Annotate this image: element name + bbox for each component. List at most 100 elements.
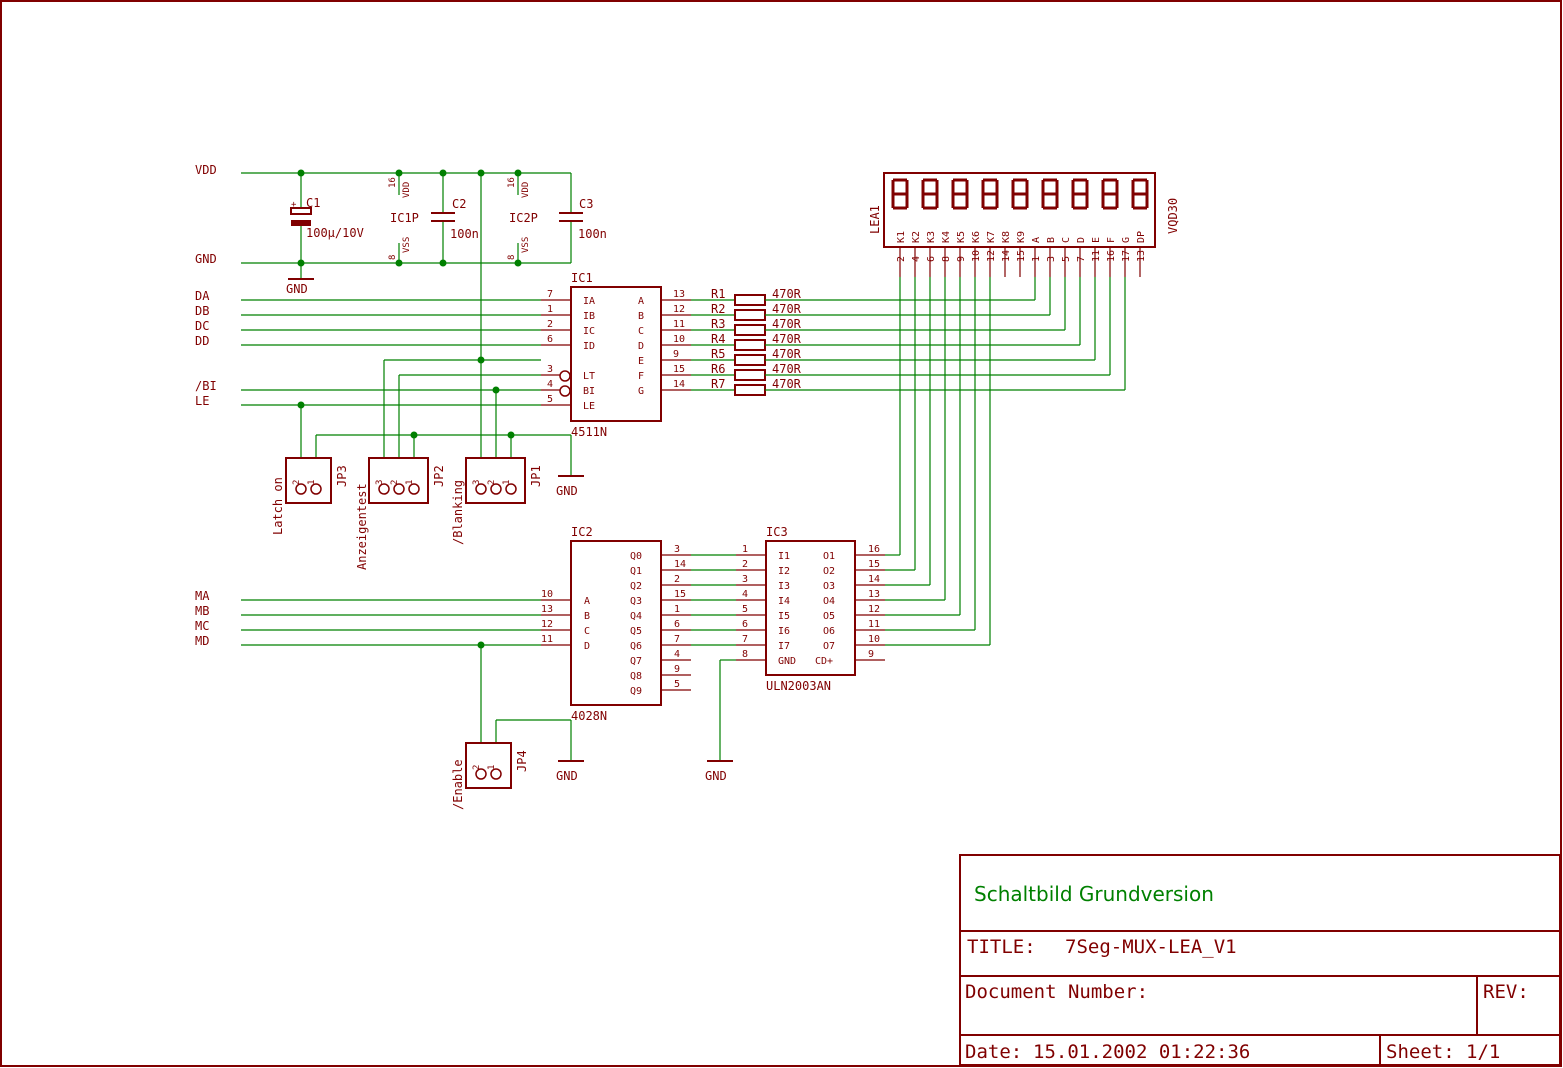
ic2p-vdd-pin: 16 [507,177,517,188]
ic3-pin-number: 15 [868,559,880,570]
jp1-label: /Blanking [451,480,465,545]
display-pin-name: K8 [1001,231,1012,243]
lea1-display: LEA1 VQD30 K12K24K36K48K59K610K712K814K9… [868,172,1180,277]
vdd-label: VDD [195,163,217,177]
sheet-value: 1/1 [1466,1041,1500,1063]
c2-value: 100n [450,227,479,241]
ic3-pin-name: I7 [778,641,790,652]
jumper-wiring: GND [297,173,584,498]
ic3-pin-name: O7 [823,641,835,652]
jp2-name: JP2 [432,465,446,487]
display-pin-number: 11 [1091,250,1102,262]
ic1-pin-name: G [638,386,644,397]
display-pin-name: F [1106,237,1117,243]
ic3-pin-number: 11 [868,619,880,630]
svg-text:1: 1 [405,480,415,485]
c1-capacitor [290,207,312,215]
ic2-input-nets: MA MB MC MD GND [195,589,584,783]
ic3-uln2003: IC3 ULN2003AN 1I12I23I34I45I56I67I78GND1… [705,525,885,783]
ic1-pin-number: 13 [673,289,685,300]
display-pin-number: 1 [1031,256,1042,262]
ic2p-vss-pin: 8 [507,255,517,260]
display-pin-number: 17 [1121,250,1132,262]
title-block: Schaltbild Grundversion TITLE: 7Seg-MUX-… [959,854,1561,1066]
resistor-name: R3 [711,317,725,331]
display-pin-number: 3 [1046,256,1057,262]
display-pin-name: A [1031,237,1042,243]
date-value: 15.01.2002 01:22:36 [1033,1041,1250,1063]
resistor-value: 470R [772,317,802,331]
jp1-name: JP1 [529,465,543,487]
gnd-symbol-ic3: GND [705,769,727,783]
resistor-body [734,384,766,396]
ic1p-name: IC1P [390,211,419,225]
ic1-pin-name: IC [583,326,595,337]
ic2-pin-number: 12 [541,619,553,630]
resistor-name: R2 [711,302,725,316]
resistor-name: R7 [711,377,725,391]
svg-text:3: 3 [472,480,482,485]
ic2-pin-number: 14 [674,559,686,570]
ic2-pin-name: Q5 [630,626,642,637]
ic2-pin-name: Q4 [630,611,642,622]
resistor-value: 470R [772,302,802,316]
ic3-pin-name: GND [778,656,796,667]
ic3-pin-name: O2 [823,566,835,577]
ic3-pin-number: 7 [742,634,748,645]
display-pin-name: K7 [986,231,997,243]
display-pin-number: 10 [971,250,982,262]
ic3-pin-number: 13 [868,589,880,600]
ic2-pin-number: 9 [674,664,680,675]
ic1-4511: IC1 4511N 7IA1IB2IC6ID3LT4BI5LE13A12B11C… [541,271,691,439]
ic3-pin-name: I2 [778,566,790,577]
jp4-label: /Enable [451,759,465,810]
ic2-pin-number: 2 [674,574,680,585]
ic3-pin-number: 5 [742,604,748,615]
svg-text:2: 2 [390,480,400,485]
display-pin-number: 16 [1106,250,1117,262]
svg-text:1: 1 [487,765,497,770]
ic2-pin-name: Q3 [630,596,642,607]
svg-text:2: 2 [292,480,302,485]
ic1-pin-number: 3 [547,364,553,375]
ic3-pin-name: I1 [778,551,790,562]
ic1-type: 4511N [571,425,607,439]
display-pin-number: 4 [911,256,922,262]
ic3-pin-name: O3 [823,581,835,592]
ic1-pin-number: 6 [547,334,553,345]
net-mb: MB [195,604,209,618]
ic3-pin-name: O6 [823,626,835,637]
ic2-pin-number: 6 [674,619,680,630]
resistor-body [734,324,766,336]
display-pin-number: 13 [1136,250,1147,262]
resistor-value: 470R [772,287,802,301]
schematic-heading: Schaltbild Grundversion [974,882,1214,906]
jp3-name: JP3 [335,465,349,487]
display-pin-name: E [1091,237,1102,243]
ic2-pin-name: A [584,596,590,607]
display-pin-number: 14 [1001,250,1012,262]
net-md: MD [195,634,209,648]
ic1-pin-name: LE [583,401,595,412]
ic2-pin-name: Q9 [630,686,642,697]
display-pin-name: K1 [896,231,907,243]
display-pin-name: K6 [971,231,982,243]
ic1-pin-name: D [638,341,644,352]
ic3-pin-name: O4 [823,596,835,607]
svg-text:2: 2 [472,765,482,770]
display-pin-name: K4 [941,231,952,243]
jp4-jumper: 2 1 JP4 /Enable [451,742,529,810]
ic1p-vss-pin: 8 [388,255,398,260]
ic2-pin-number: 10 [541,589,553,600]
net-le: LE [195,394,209,408]
ic3-pin-name: I3 [778,581,790,592]
jp3-label: Latch on [271,477,285,535]
ic2p-vss: VSS [521,237,531,253]
display-pin-name: K2 [911,231,922,243]
ic1-pin-number: 7 [547,289,553,300]
ic3-pin-number: 12 [868,604,880,615]
ic1p-vdd: VDD [402,182,412,198]
resistor-value: 470R [772,332,802,346]
ic2-pin-name: C [584,626,590,637]
